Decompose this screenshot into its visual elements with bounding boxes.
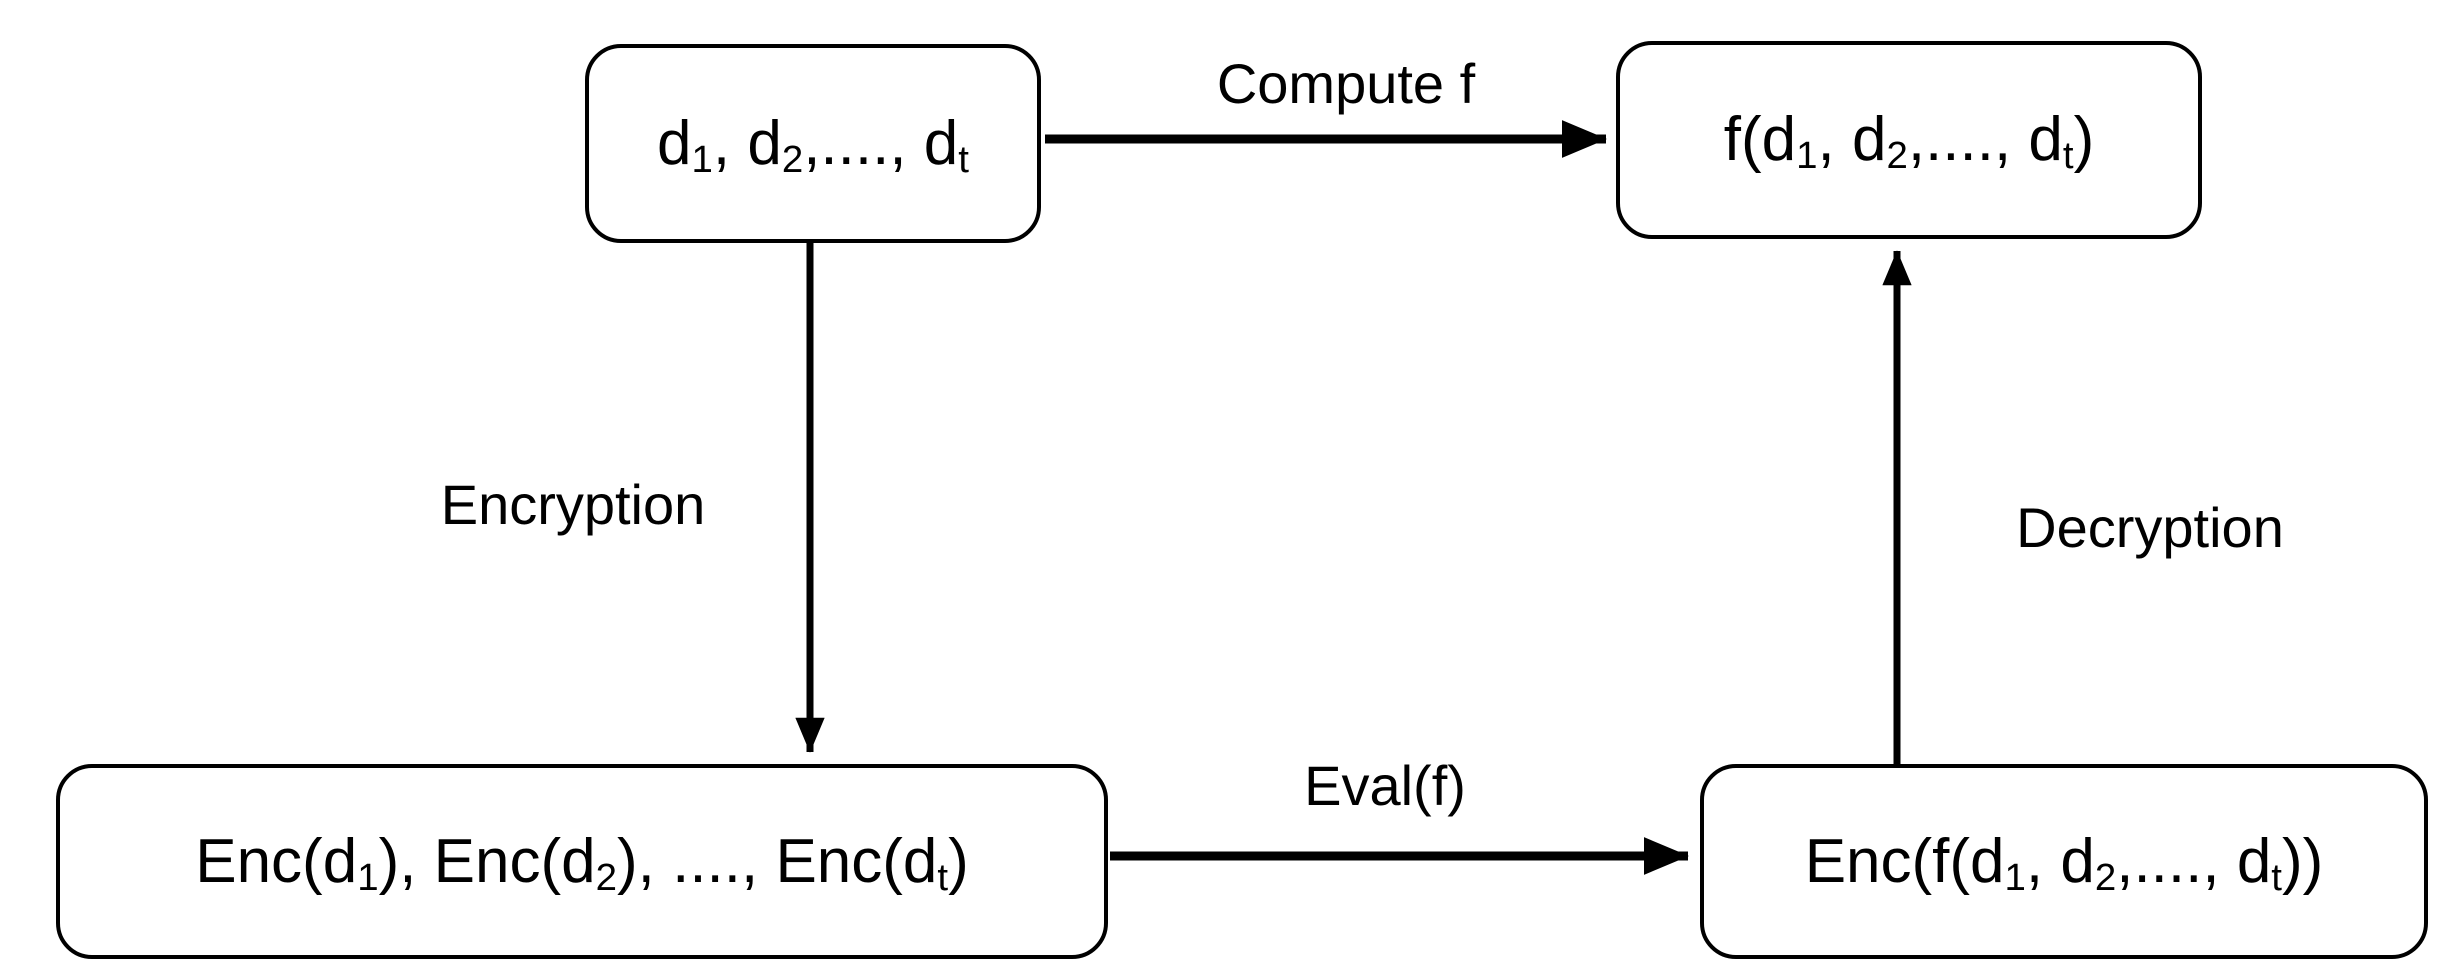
node-computed-result: f(d1, d2,...., dt) — [1616, 41, 2202, 239]
node-plaintext-data-text: d1, d2,...., dt — [657, 108, 969, 181]
node-plaintext-data: d1, d2,...., dt — [585, 44, 1041, 243]
edge-label-decryption: Decryption — [2016, 496, 2284, 559]
node-encrypted-data: Enc(d1), Enc(d2), ...., Enc(dt) — [56, 764, 1108, 959]
node-encrypted-result: Enc(f(d1, d2,...., dt)) — [1700, 764, 2428, 959]
edge-label-compute-f: Compute f — [1216, 52, 1476, 115]
edge-label-encryption: Encryption — [440, 473, 706, 536]
edge-label-eval-f: Eval(f) — [1304, 754, 1466, 817]
node-encrypted-result-text: Enc(f(d1, d2,...., dt)) — [1804, 826, 2324, 899]
node-computed-result-text: f(d1, d2,...., dt) — [1723, 105, 2095, 178]
node-encrypted-data-text: Enc(d1), Enc(d2), ...., Enc(dt) — [195, 826, 969, 899]
